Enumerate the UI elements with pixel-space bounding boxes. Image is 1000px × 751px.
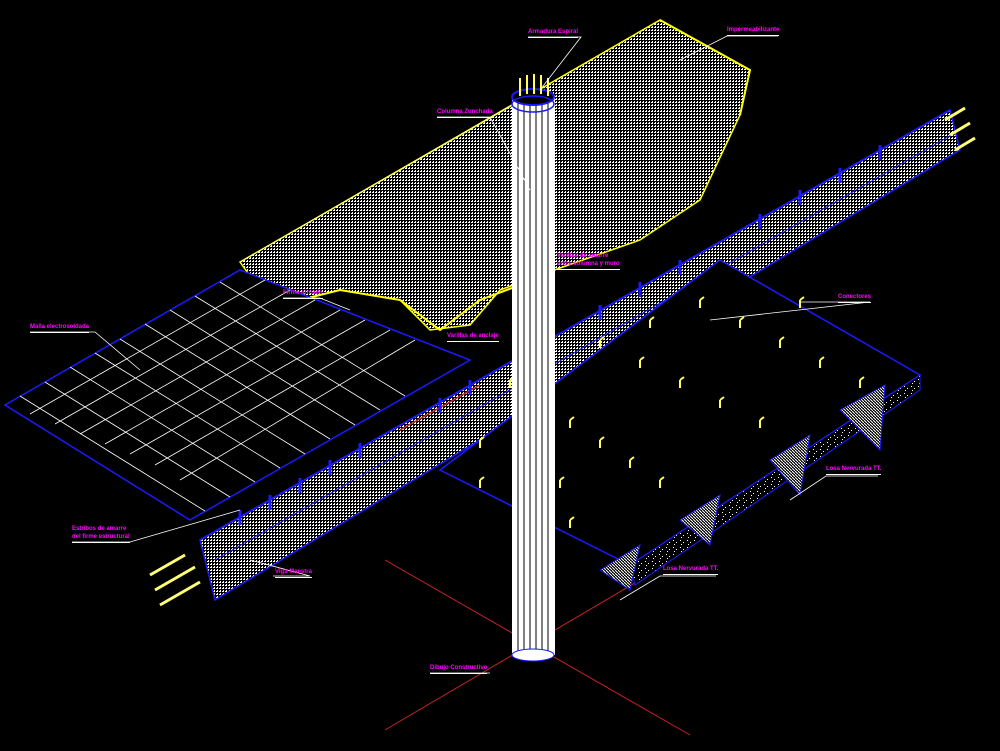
label-losa-nervurada-2: Losa Nervurada TT. — [663, 566, 719, 575]
label-estribos-1: Estribos de amarre — [72, 526, 127, 532]
label-losa-nervurada-1: Losa Nervurada TT. — [826, 466, 882, 475]
label-varillas-amarre-2: entre columna y muro — [557, 261, 620, 270]
label-firme-armado: Firme armado — [283, 290, 323, 299]
column — [511, 74, 555, 662]
label-viga-maestra: Viga Maestra — [275, 569, 312, 578]
label-varillas-anclaje: Varillas de anclaje — [447, 333, 499, 342]
label-varillas-amarre-1: Varillas de amarre — [557, 253, 609, 259]
label-estribos-2: del firme estructural — [72, 534, 130, 543]
left-mesh-slab — [3, 269, 472, 521]
label-impermeabilizante: Impermeabilizante — [727, 27, 780, 36]
label-malla-electrosoldada: Malla electrosoldada — [30, 324, 90, 333]
ribbed-slab — [438, 259, 922, 591]
main-beam — [149, 106, 976, 607]
label-columna-zunchada: Columna Zunchada — [437, 109, 493, 118]
label-conectores: Conectores — [838, 294, 872, 303]
label-dibujo-constructivo: Dibujo Constructivo — [430, 665, 488, 674]
label-armadura-espiral: Armadura Espiral — [528, 29, 579, 38]
